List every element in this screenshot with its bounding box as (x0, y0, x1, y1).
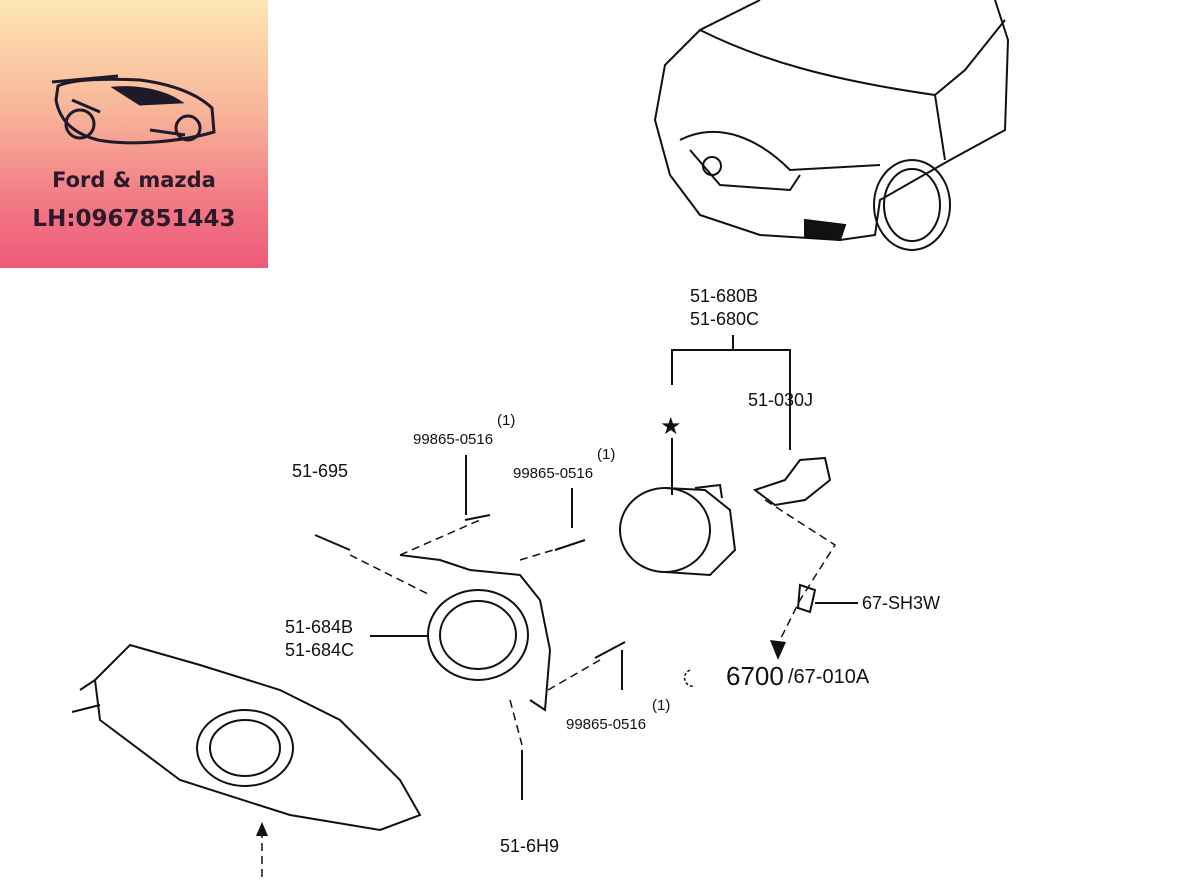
label-screw-bottom: 99865-0516 (566, 716, 647, 733)
label-bolt-bottom: 51-6H9 (500, 836, 560, 856)
phone-number: LH:0967851443 (32, 206, 236, 232)
brand-name: Ford & mazda (52, 168, 216, 192)
label-screw-top: 99865-0516 (413, 431, 494, 448)
label-connector: 67-SH3W (862, 593, 941, 613)
label-screw-left: 51-695 (292, 461, 349, 481)
label-fog-lamp-b: 51-680B (690, 286, 759, 306)
car-front-illustration (653, 0, 1010, 251)
label-screw-bottom-qty: (1) (652, 697, 671, 714)
label-bracket-c: 51-684C (285, 640, 355, 660)
label-bracket-b: 51-684B (285, 617, 354, 637)
label-screw-mid: 99865-0516 (513, 465, 594, 482)
star-icon: ★ (660, 413, 682, 440)
label-screw-mid-qty: (1) (597, 446, 616, 463)
label-harness-ref: 6700 (726, 661, 784, 691)
label-harness-part: /67-010A (788, 666, 870, 688)
label-fog-lamp-c: 51-680C (690, 309, 760, 329)
label-bulb: 51-030J (748, 390, 814, 410)
sports-car-icon (51, 74, 216, 145)
shop-logo: Ford & mazda LH:0967851443 (0, 0, 268, 268)
label-screw-top-qty: (1) (497, 412, 516, 429)
